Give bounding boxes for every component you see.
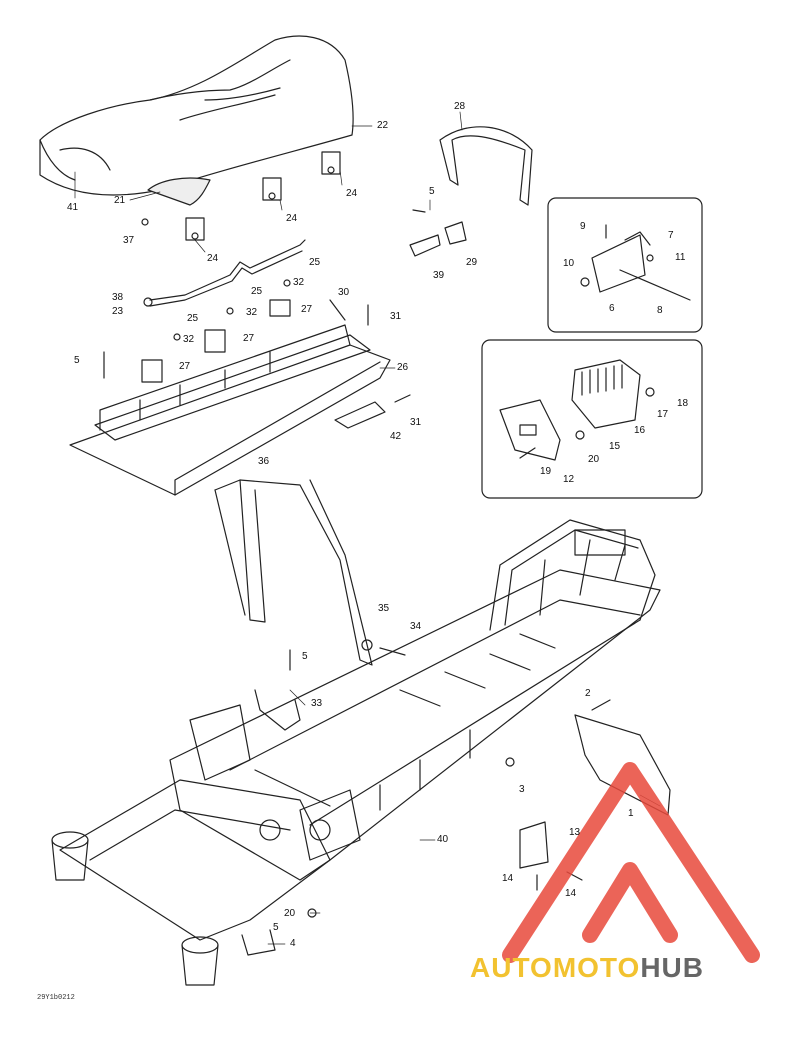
callout-20: 20 (284, 908, 296, 919)
callout-32: 32 (246, 307, 258, 318)
bracket-42 (334, 401, 386, 429)
latch-rod (143, 239, 306, 307)
callout-40: 40 (437, 834, 449, 845)
part-39 (409, 234, 441, 257)
callout-6: 6 (609, 303, 615, 314)
chassis-frame (169, 519, 661, 881)
callout-38: 38 (112, 292, 124, 303)
callout-2: 2 (585, 688, 591, 699)
callout-35: 35 (378, 603, 390, 614)
inset-bracket (547, 197, 703, 333)
callout-32: 32 (183, 334, 195, 345)
callout-16: 16 (634, 425, 646, 436)
callout-1: 1 (628, 808, 634, 819)
inset-taillight (481, 339, 703, 499)
fasteners (103, 209, 611, 918)
callout-9: 9 (580, 221, 586, 232)
seat (39, 35, 354, 206)
callout-27: 27 (243, 333, 255, 344)
callout-26: 26 (397, 362, 409, 373)
callout-18: 18 (677, 398, 689, 409)
brand-text-right: HUB (640, 952, 704, 983)
callout-17: 17 (657, 409, 669, 420)
callout-4: 4 (290, 938, 296, 949)
callout-5: 5 (302, 651, 308, 662)
callout-21: 21 (114, 195, 126, 206)
callout-29: 29 (466, 257, 478, 268)
callout-25: 25 (309, 257, 321, 268)
steering-support (214, 479, 373, 666)
callout-19: 19 (540, 466, 552, 477)
callout-14: 14 (565, 888, 577, 899)
callout-10: 10 (563, 258, 575, 269)
callout-24: 24 (286, 213, 298, 224)
callout-41: 41 (67, 202, 79, 213)
watermark-brand: AUTOMOTOHUB (470, 952, 704, 984)
callout-8: 8 (657, 305, 663, 316)
callout-7: 7 (668, 230, 674, 241)
callout-13: 13 (569, 827, 581, 838)
watermark-logo (502, 762, 760, 963)
callout-32: 32 (293, 277, 305, 288)
callout-23: 23 (112, 306, 124, 317)
callout-25: 25 (251, 286, 263, 297)
callout-14: 14 (502, 873, 514, 884)
callout-33: 33 (311, 698, 323, 709)
callout-5: 5 (74, 355, 80, 366)
brand-text-left: AUTOMOTO (470, 952, 641, 983)
callout-5: 5 (429, 186, 435, 197)
callout-5: 5 (273, 922, 279, 933)
hinge-brackets (185, 151, 341, 241)
callout-11: 11 (675, 252, 686, 263)
callout-24: 24 (207, 253, 219, 264)
leader-lines (74, 111, 661, 945)
callout-20: 20 (588, 454, 600, 465)
callout-24: 24 (346, 188, 358, 199)
callout-39: 39 (433, 270, 445, 281)
callout-25: 25 (187, 313, 199, 324)
storage-tray (69, 324, 391, 496)
callout-15: 15 (609, 441, 621, 452)
bracket-13 (519, 821, 549, 869)
callout-31: 31 (390, 311, 402, 322)
callout-34: 34 (410, 621, 422, 632)
callout-42: 42 (390, 431, 402, 442)
callout-12: 12 (563, 474, 575, 485)
callout-3: 3 (519, 784, 525, 795)
grab-handle (439, 126, 533, 206)
callout-27: 27 (301, 304, 313, 315)
callout-22: 22 (377, 120, 389, 131)
front-structure (51, 704, 361, 986)
callout-37: 37 (123, 235, 135, 246)
bracket-33 (254, 689, 301, 731)
bracket-4 (241, 929, 276, 956)
document-id: 29Y1b0212 (37, 994, 75, 1002)
callout-31: 31 (410, 417, 422, 428)
clips (141, 299, 291, 383)
callout-36: 36 (258, 456, 270, 467)
bracket-29 (444, 221, 467, 245)
callout-30: 30 (338, 287, 350, 298)
callout-27: 27 (179, 361, 191, 372)
callout-28: 28 (454, 101, 466, 112)
